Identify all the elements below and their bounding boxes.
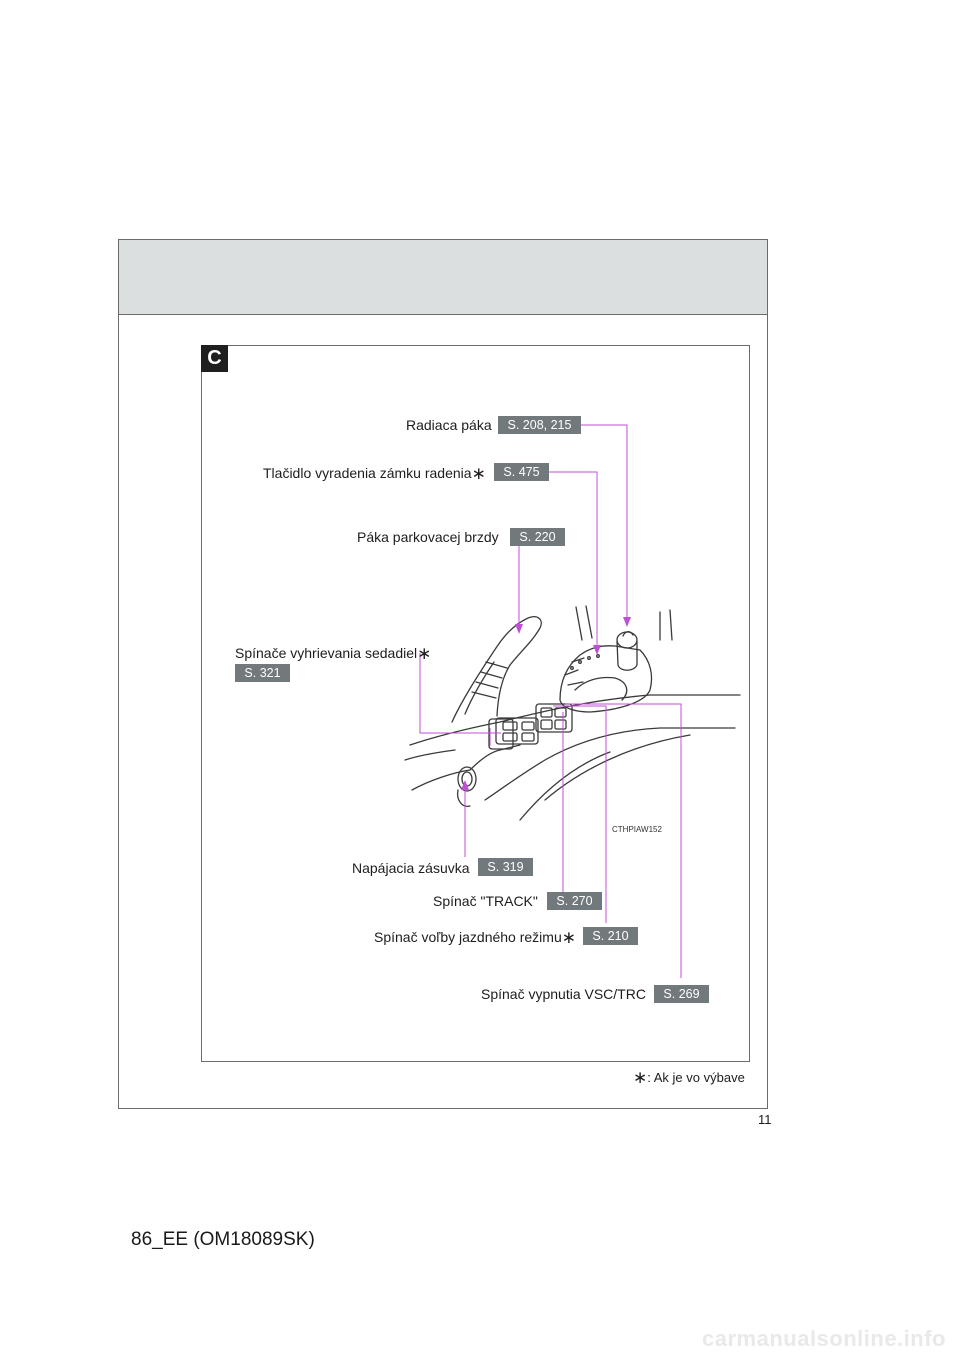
illustration-code: CTHPIAW152 — [612, 825, 662, 834]
section-tag: C — [201, 345, 228, 372]
ref-seat-heater[interactable]: S. 321 — [235, 664, 290, 682]
watermark: carmanualsonline.info — [702, 1326, 946, 1351]
page-number: 11 — [758, 1112, 772, 1127]
page-frame: C — [118, 239, 768, 1109]
label-track-switch: Spínač "TRACK" — [433, 893, 538, 909]
label-vsc-off: Spínač vypnutia VSC/TRC — [481, 986, 646, 1002]
asterisk-mark: ∗ — [633, 1068, 648, 1087]
label-power-outlet: Napájacia zásuvka — [352, 860, 470, 876]
label-shift-lock-release: Tlačidlo vyradenia zámku radenia∗ — [263, 464, 486, 483]
label-shift-lever: Radiaca páka — [406, 417, 492, 433]
footnote: ∗: Ak je vo výbave — [633, 1068, 745, 1087]
illustration-panel: C — [201, 345, 750, 1062]
ref-shift-lock-release[interactable]: S. 475 — [494, 463, 549, 481]
ref-track-switch[interactable]: S. 270 — [547, 892, 602, 910]
ref-parking-brake[interactable]: S. 220 — [510, 528, 565, 546]
asterisk-mark: ∗ — [417, 644, 432, 663]
asterisk-mark: ∗ — [561, 928, 576, 947]
label-drive-mode: Spínač voľby jazdného režimu∗ — [374, 928, 576, 947]
label-parking-brake: Páka parkovacej brzdy — [357, 529, 499, 545]
ref-shift-lever[interactable]: S. 208, 215 — [498, 416, 581, 434]
label-seat-heater: Spínače vyhrievania sedadiel∗ — [235, 644, 432, 663]
document-id: 86_EE (OM18089SK) — [131, 1229, 315, 1250]
header-band — [119, 240, 767, 315]
ref-vsc-off[interactable]: S. 269 — [654, 985, 709, 1003]
ref-drive-mode[interactable]: S. 210 — [583, 927, 638, 945]
ref-power-outlet[interactable]: S. 319 — [478, 858, 533, 876]
asterisk-mark: ∗ — [471, 464, 486, 483]
